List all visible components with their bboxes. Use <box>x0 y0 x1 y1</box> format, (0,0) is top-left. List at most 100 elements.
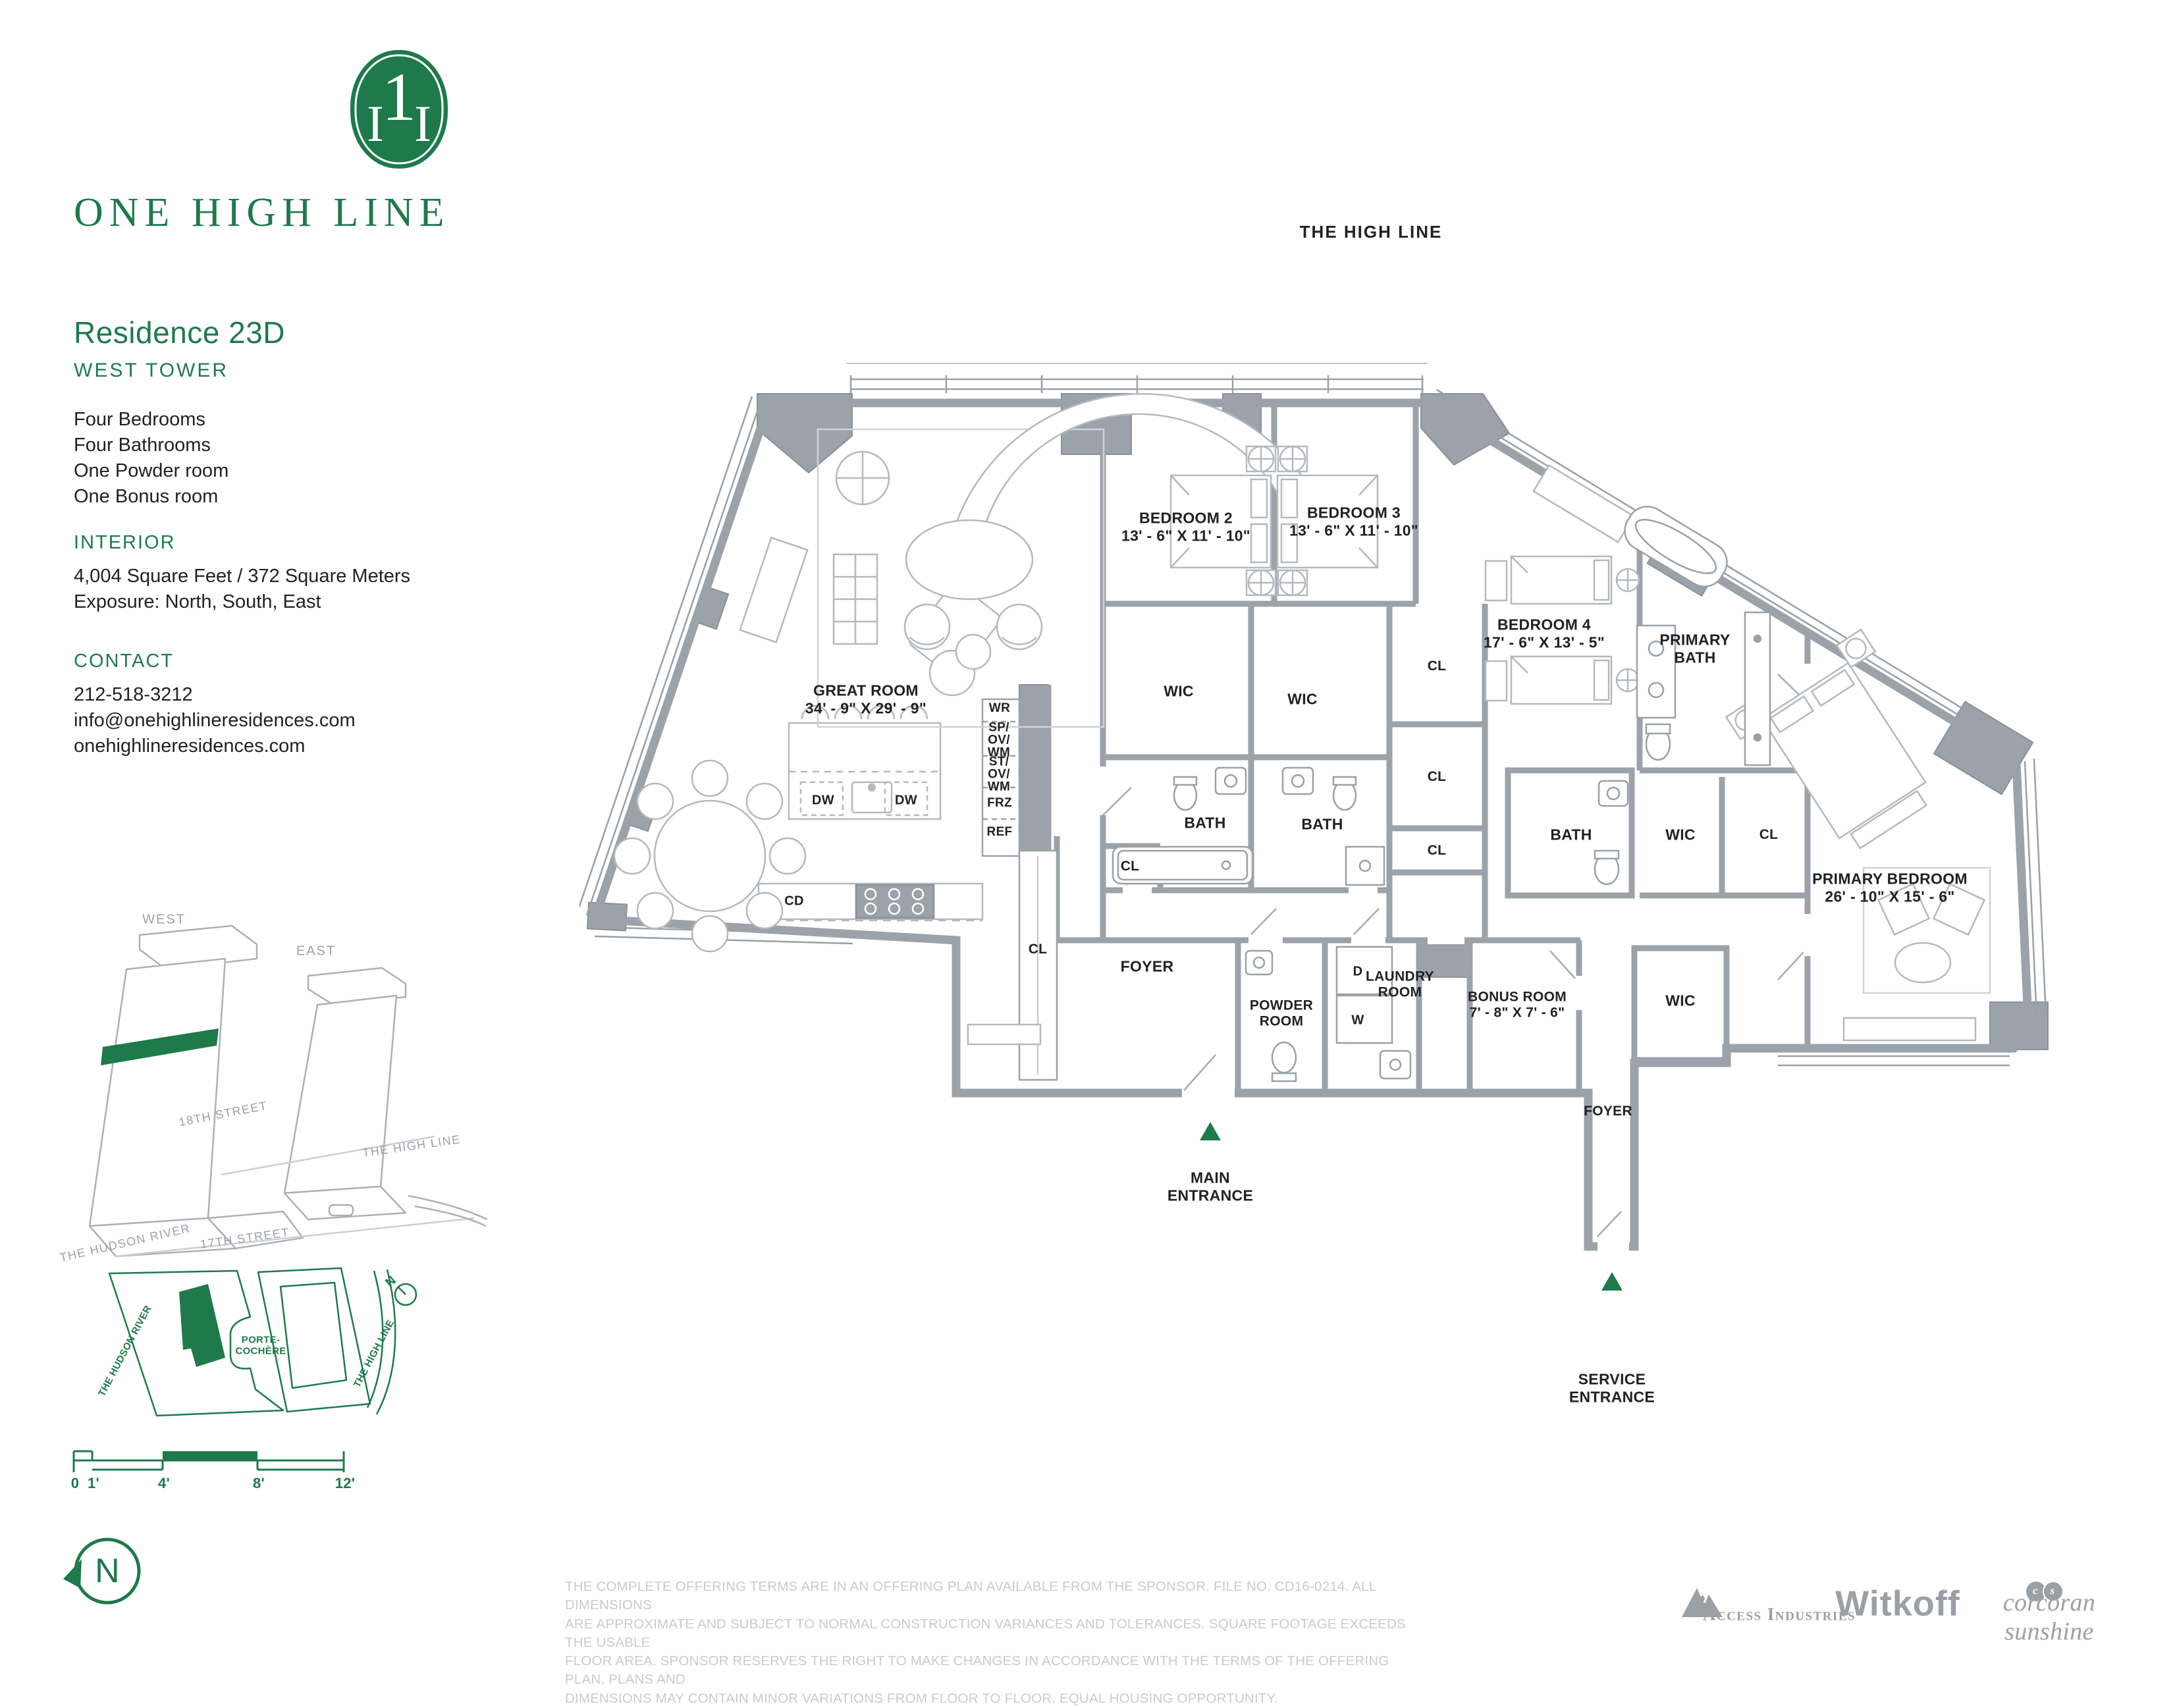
label-dryer: D <box>1353 964 1363 979</box>
corcoran-sunshine-logo-icon <box>2026 1581 2064 1602</box>
site-label-hudson-river: THE HUDSON RIVER <box>96 1303 154 1399</box>
text-line: info@onehighlineresidences.com <box>74 710 356 731</box>
svg-text:1: 1 <box>382 59 416 135</box>
label-bath-1: BATH <box>1184 814 1226 832</box>
dining-furniture <box>613 759 807 953</box>
label-dw-2: DW <box>895 793 917 808</box>
scale-label-1: 1' <box>87 1475 100 1492</box>
contact-lines: 212-518-3212 info@onehighlineresidences.c… <box>74 682 356 759</box>
logo-corcoran-s: s <box>2050 1584 2055 1597</box>
one-high-line-wordmark: ONE HIGH LINE <box>74 190 450 235</box>
site-label-porte-cochere: PORTE- COCHÈRE <box>235 1334 286 1357</box>
label-wic-3: WIC <box>1665 826 1696 843</box>
label-great-room: GREAT ROOM 34' - 9" X 29' - 9" <box>805 681 927 716</box>
label-ref: REF <box>986 824 1013 839</box>
text-line: 4,004 Square Feet / 372 Square Meters <box>74 566 411 587</box>
label-foyer: FOYER <box>1120 957 1174 975</box>
label-wic-1: WIC <box>1164 682 1194 700</box>
logo-access-industries: Access Industries <box>1702 1604 1856 1624</box>
main-entrance-marker <box>1200 1122 1221 1140</box>
scale-label-8: 8' <box>252 1475 265 1492</box>
label-laundry-room: LAUNDRY ROOM <box>1366 969 1434 1000</box>
label-dw-1: DW <box>812 793 834 808</box>
site-plan-diagram <box>108 1267 417 1417</box>
label-sp-ov-wm: SP/ OV/ WM <box>987 720 1011 760</box>
label-foyer-2: FOYER <box>1584 1103 1632 1119</box>
label-wic-4: WIC <box>1665 992 1696 1009</box>
scale-label-4: 4' <box>157 1475 171 1492</box>
label-wr: WR <box>988 701 1011 715</box>
door-gaps <box>1098 664 1812 1255</box>
access-industries-logo-icon <box>1682 1586 1723 1617</box>
primary-bath-fixtures <box>1624 506 1771 766</box>
contact-heading: CONTACT <box>74 651 174 672</box>
label-cl-1: CL <box>1120 858 1140 874</box>
label-cl-4: CL <box>1427 768 1447 784</box>
label-cd: CD <box>784 894 804 909</box>
label-st-ov-wm: ST/ OV/ WM <box>987 755 1011 794</box>
interior-heading: INTERIOR <box>74 532 176 553</box>
text-line: One Bonus room <box>74 486 219 507</box>
svg-text:I: I <box>367 95 384 152</box>
kitchen <box>757 698 1058 1081</box>
residence-title: Residence 23D <box>74 315 286 350</box>
label-bath-2: BATH <box>1301 815 1343 833</box>
tower-label-hudson-river: THE HUDSON RIVER <box>58 1221 192 1265</box>
text-line: Exposure: North, South, East <box>74 591 321 612</box>
floor-23-highlight-band <box>101 1028 219 1065</box>
compass-n: N <box>95 1551 120 1590</box>
north-compass-icon <box>63 1537 141 1605</box>
label-frz: FRZ <box>987 795 1012 810</box>
label-bonus-room: BONUS ROOM 7' - 8" X 7' - 6" <box>1468 989 1567 1021</box>
label-bedroom-4: BEDROOM 4 17' - 6" X 13' - 5" <box>1483 616 1605 651</box>
scale-label-0: 0 <box>70 1475 80 1492</box>
logo-corcoran-sunshine: corcoran sunshine <box>2002 1588 2096 1645</box>
label-the-high-line-top: THE HIGH LINE <box>1299 221 1443 242</box>
text-line: One Powder room <box>74 460 229 481</box>
tower-label-east: EAST <box>296 944 336 959</box>
text-line: onehighlineresidences.com <box>74 735 306 757</box>
floor-plan-drawing <box>579 363 2049 1291</box>
label-cl-2: CL <box>1028 941 1048 957</box>
label-bedroom-2: BEDROOM 2 13' - 6" X 11' - 10" <box>1121 509 1251 544</box>
label-wic-2: WIC <box>1287 690 1318 708</box>
tower-label-high-line: THE HIGH LINE <box>362 1133 462 1160</box>
logo-corcoran-c: c <box>2033 1584 2038 1597</box>
interior-walls <box>1045 403 1811 1093</box>
west-tower-footprint-highlight <box>179 1284 225 1367</box>
one-high-line-logo-icon: 1 I I <box>350 50 448 169</box>
label-primary-bath: PRIMARY BATH <box>1659 631 1730 666</box>
tower-label-17th-street: 17TH STREET <box>199 1225 290 1251</box>
label-primary-bedroom: PRIMARY BEDROOM 26' - 10" X 15' - 6" <box>1812 870 1968 905</box>
residence-tower: WEST TOWER <box>74 360 229 381</box>
site-label-high-line: THE HIGH LINE <box>351 1318 397 1390</box>
entrance-markers <box>1200 1122 1623 1291</box>
building-key-diagram <box>88 924 487 1258</box>
tower-label-18th-street: 18TH STREET <box>177 1098 269 1129</box>
service-entrance-marker <box>1601 1272 1623 1291</box>
tower-label-west: WEST <box>142 912 186 927</box>
label-bath-4: BATH <box>1550 826 1592 843</box>
svg-text:I: I <box>414 95 431 152</box>
label-bedroom-3: BEDROOM 3 13' - 6" X 11' - 10" <box>1289 504 1419 539</box>
scale-label-12: 12' <box>335 1475 356 1492</box>
label-service-entrance: SERVICE ENTRANCE <box>1569 1370 1655 1405</box>
great-room-furniture <box>739 392 1312 728</box>
label-cl-5: CL <box>1427 842 1447 858</box>
bath-fixtures <box>1112 766 1629 1082</box>
logo-witkoff: Witkoff <box>1835 1584 1960 1624</box>
bedroom23-furniture <box>1169 445 1379 597</box>
label-powder-room: POWDER ROOM <box>1249 998 1314 1029</box>
text-line: Four Bathrooms <box>74 435 211 456</box>
text-line: Four Bedrooms <box>74 409 205 430</box>
scale-bar <box>72 1450 345 1472</box>
bedroom4-furniture <box>1484 464 1640 705</box>
site-label-n: N <box>383 1273 399 1291</box>
label-main-entrance: MAIN ENTRANCE <box>1167 1169 1254 1204</box>
text-line: 212-518-3212 <box>74 684 193 705</box>
label-cl-6: CL <box>1759 826 1779 842</box>
